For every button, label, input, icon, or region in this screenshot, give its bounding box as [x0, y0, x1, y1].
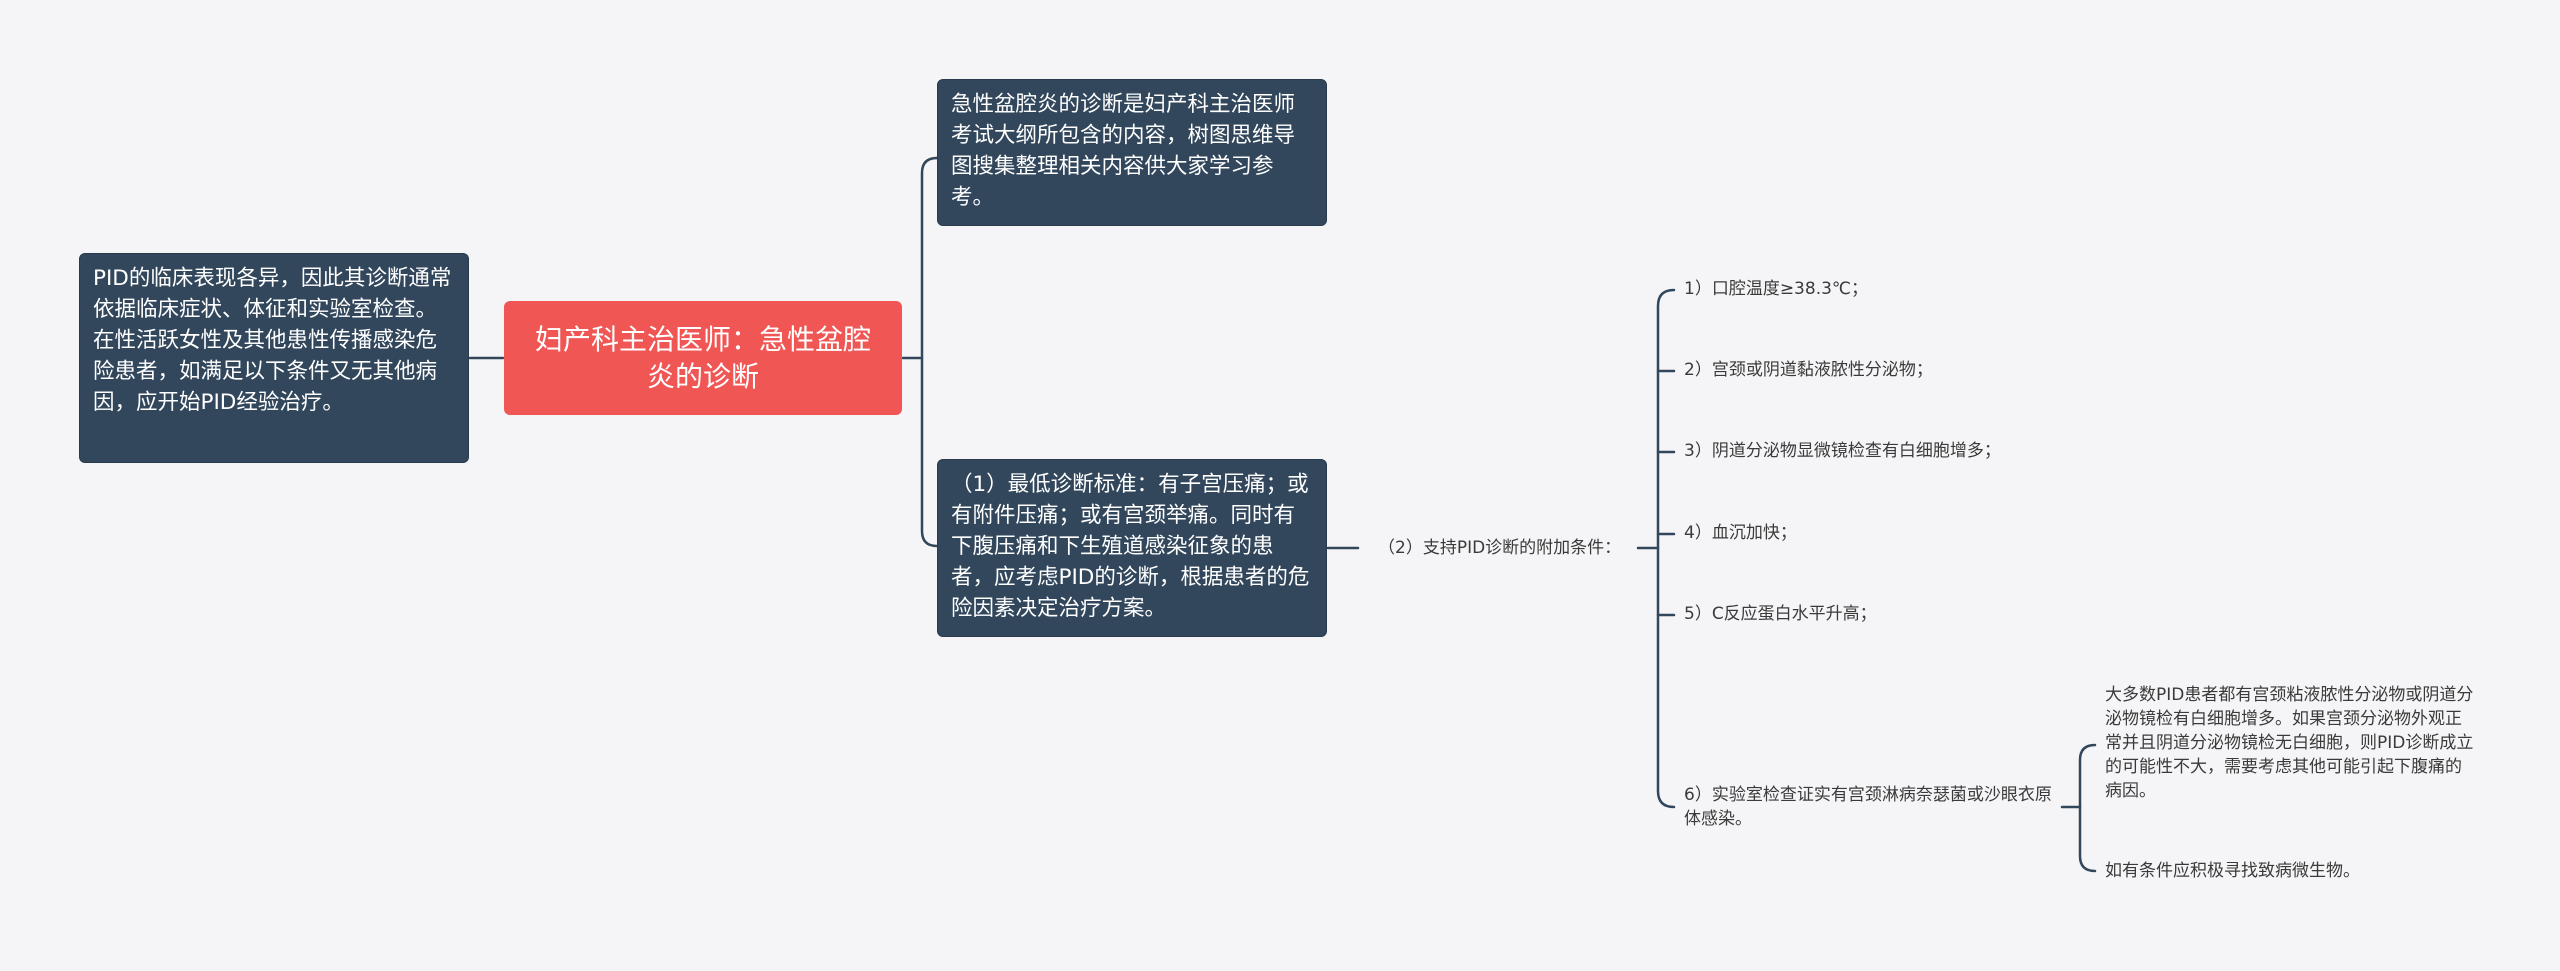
connector-right-trunk: [920, 156, 939, 548]
left-summary-node[interactable]: PID的临床表现各异，因此其诊断通常依据临床症状、体征和实验室检查。在性活跃女性…: [79, 253, 469, 463]
connector-conditions-trunk: [1656, 288, 1676, 809]
minimum-criteria-node[interactable]: （1）最低诊断标准：有子宫压痛；或有附件压痛；或有宫颈举痛。同时有下腹压痛和下生…: [937, 459, 1327, 637]
condition-item[interactable]: 1）口腔温度≥38.3℃；: [1684, 279, 1869, 299]
condition-item[interactable]: 5）C反应蛋白水平升高；: [1684, 604, 1877, 624]
additional-conditions-label[interactable]: （2）支持PID诊断的附加条件：: [1378, 538, 1622, 558]
condition-item[interactable]: 3）阴道分泌物显微镜检查有白细胞增多；: [1684, 441, 2001, 461]
condition-item[interactable]: 2）宫颈或阴道黏液脓性分泌物；: [1684, 360, 1933, 380]
condition6-detail[interactable]: 如有条件应积极寻找致病微生物。: [2105, 861, 2360, 881]
connector-details-trunk: [2078, 743, 2097, 873]
condition6-detail[interactable]: 大多数PID患者都有宫颈粘液脓性分泌物或阴道分泌物镜检有白细胞增多。如果宫颈分泌…: [2105, 685, 2474, 801]
root-topic-node[interactable]: 妇产科主治医师：急性盆腔炎的诊断: [504, 301, 902, 415]
intro-node[interactable]: 急性盆腔炎的诊断是妇产科主治医师考试大纲所包含的内容，树图思维导图搜集整理相关内…: [937, 79, 1327, 226]
condition-item[interactable]: 6）实验室检查证实有宫颈淋病奈瑟菌或沙眼衣原体感染。: [1684, 785, 2052, 829]
condition-item[interactable]: 4）血沉加快；: [1684, 523, 1797, 543]
